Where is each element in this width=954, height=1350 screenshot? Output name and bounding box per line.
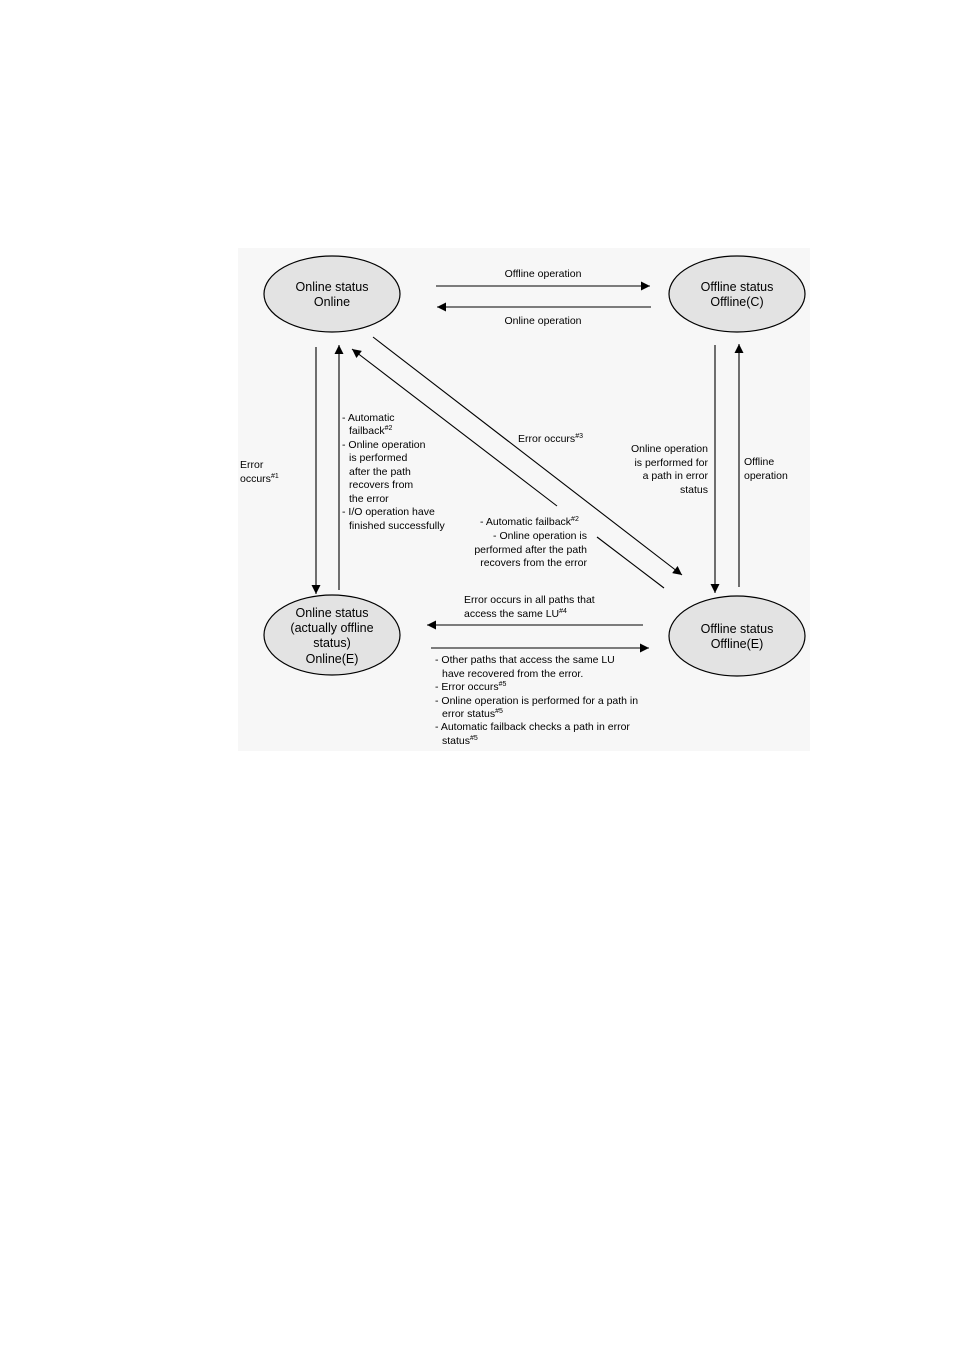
svg-text:performed after the path: performed after the path xyxy=(474,544,587,556)
label-error-occurs-1: Error occurs#1 xyxy=(240,459,279,485)
state-online-ellipse xyxy=(263,255,401,333)
label-online-operation: Online operation xyxy=(504,315,581,327)
svg-text:Error: Error xyxy=(240,459,264,471)
svg-text:is performed for: is performed for xyxy=(634,457,708,469)
svg-text:recovers from the error: recovers from the error xyxy=(480,557,587,569)
svg-text:- Automatic failback checks a: - Automatic failback checks a path in er… xyxy=(435,721,630,733)
label-error-occurs-4: Error occurs in all paths that access th… xyxy=(464,594,595,620)
svg-text:status: status xyxy=(680,484,708,496)
svg-text:- Online operation is performe: - Online operation is performed for a pa… xyxy=(435,695,638,707)
svg-text:status#5: status#5 xyxy=(442,735,478,747)
arrow-offline-e-to-online-head xyxy=(351,348,558,507)
svg-text:Error occurs in all paths that: Error occurs in all paths that xyxy=(464,594,595,606)
state-offline-c-title: Offline status xyxy=(701,280,774,294)
svg-text:Offline: Offline xyxy=(744,456,774,468)
label-error-occurs-3: Error occurs#3 xyxy=(518,433,583,445)
svg-text:a path in error: a path in error xyxy=(643,470,709,482)
svg-text:the error: the error xyxy=(349,493,389,505)
arrow-offline-e-to-online-tail xyxy=(596,536,665,589)
label-online-e-to-offline-e: - Other paths that access the same LU ha… xyxy=(435,654,638,747)
svg-text:- Error occurs#5: - Error occurs#5 xyxy=(435,681,506,693)
state-online-e-name: Online(E) xyxy=(306,652,359,666)
svg-text:Error occurs#3: Error occurs#3 xyxy=(518,433,583,445)
state-online-name: Online xyxy=(314,295,350,309)
svg-text:recovers from: recovers from xyxy=(349,479,413,491)
svg-text:- Other paths that access the: - Other paths that access the same LU xyxy=(435,654,615,666)
label-offline-e-to-online: - Automatic failback#2 - Online operatio… xyxy=(474,516,587,569)
state-offline-e-ellipse xyxy=(668,595,806,677)
svg-text:is performed: is performed xyxy=(349,452,408,464)
svg-text:Online operation: Online operation xyxy=(631,443,708,455)
state-offline-c-ellipse xyxy=(668,255,806,333)
svg-text:- Automatic failback#2: - Automatic failback#2 xyxy=(480,516,579,528)
svg-text:failback#2: failback#2 xyxy=(349,425,393,437)
svg-text:- I/O operation have: - I/O operation have xyxy=(342,506,435,518)
state-offline-e-name: Offline(E) xyxy=(711,637,764,651)
state-offline-e: Offline status Offline(E) xyxy=(668,595,806,677)
label-offline-e-to-offline-c: Offline operation xyxy=(744,456,788,482)
svg-text:- Online operation is: - Online operation is xyxy=(493,530,587,542)
svg-text:have recovered from the error.: have recovered from the error. xyxy=(442,668,583,680)
svg-text:finished successfully: finished successfully xyxy=(349,520,445,532)
state-offline-c: Offline status Offline(C) xyxy=(668,255,806,333)
label-offline-c-to-offline-e: Online operation is performed for a path… xyxy=(631,443,709,496)
state-offline-e-title: Offline status xyxy=(701,622,774,636)
svg-text:operation: operation xyxy=(744,470,788,482)
svg-text:error status#5: error status#5 xyxy=(442,708,503,720)
state-online-title: Online status xyxy=(296,280,369,294)
label-offline-operation: Offline operation xyxy=(505,268,582,280)
svg-text:- Online operation: - Online operation xyxy=(342,439,426,451)
state-online: Online status Online xyxy=(263,255,401,333)
state-online-e-ellipse xyxy=(263,594,401,676)
state-online-e-subtitle-2: status) xyxy=(313,636,351,650)
svg-text:- Automatic: - Automatic xyxy=(342,412,395,424)
state-online-e: Online status (actually offline status) … xyxy=(263,594,401,676)
svg-text:access the same LU#4: access the same LU#4 xyxy=(464,608,567,620)
arrow-online-to-offline-e xyxy=(372,336,683,576)
label-online-e-to-online: - Automatic failback#2 - Online operatio… xyxy=(342,412,445,532)
state-offline-c-name: Offline(C) xyxy=(710,295,763,309)
state-online-e-title: Online status xyxy=(296,606,369,620)
svg-text:after the path: after the path xyxy=(349,466,411,478)
state-online-e-subtitle: (actually offline xyxy=(290,621,373,635)
svg-text:occurs#1: occurs#1 xyxy=(240,473,279,485)
